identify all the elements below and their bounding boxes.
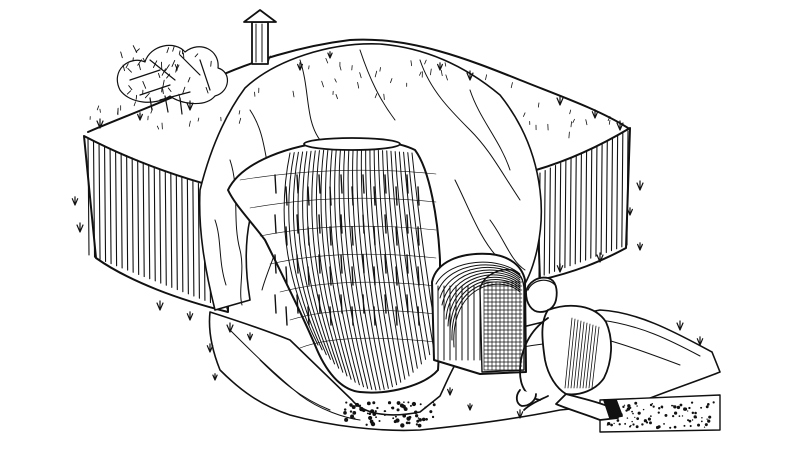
shrub — [116, 44, 228, 115]
grass-tufts — [71, 51, 704, 419]
entry-tunnel — [431, 252, 527, 375]
vent-pipe — [243, 9, 277, 65]
kneeling-man — [515, 276, 623, 421]
corrugated-dome — [227, 137, 441, 394]
man-boot — [603, 399, 623, 419]
man-hand — [515, 389, 537, 407]
retaining-wall-right — [535, 127, 631, 281]
dome-crown-ring — [303, 137, 401, 151]
man-torso — [541, 304, 612, 396]
man-leg — [555, 393, 619, 421]
man-head — [525, 276, 558, 313]
retaining-wall-left — [83, 135, 229, 313]
